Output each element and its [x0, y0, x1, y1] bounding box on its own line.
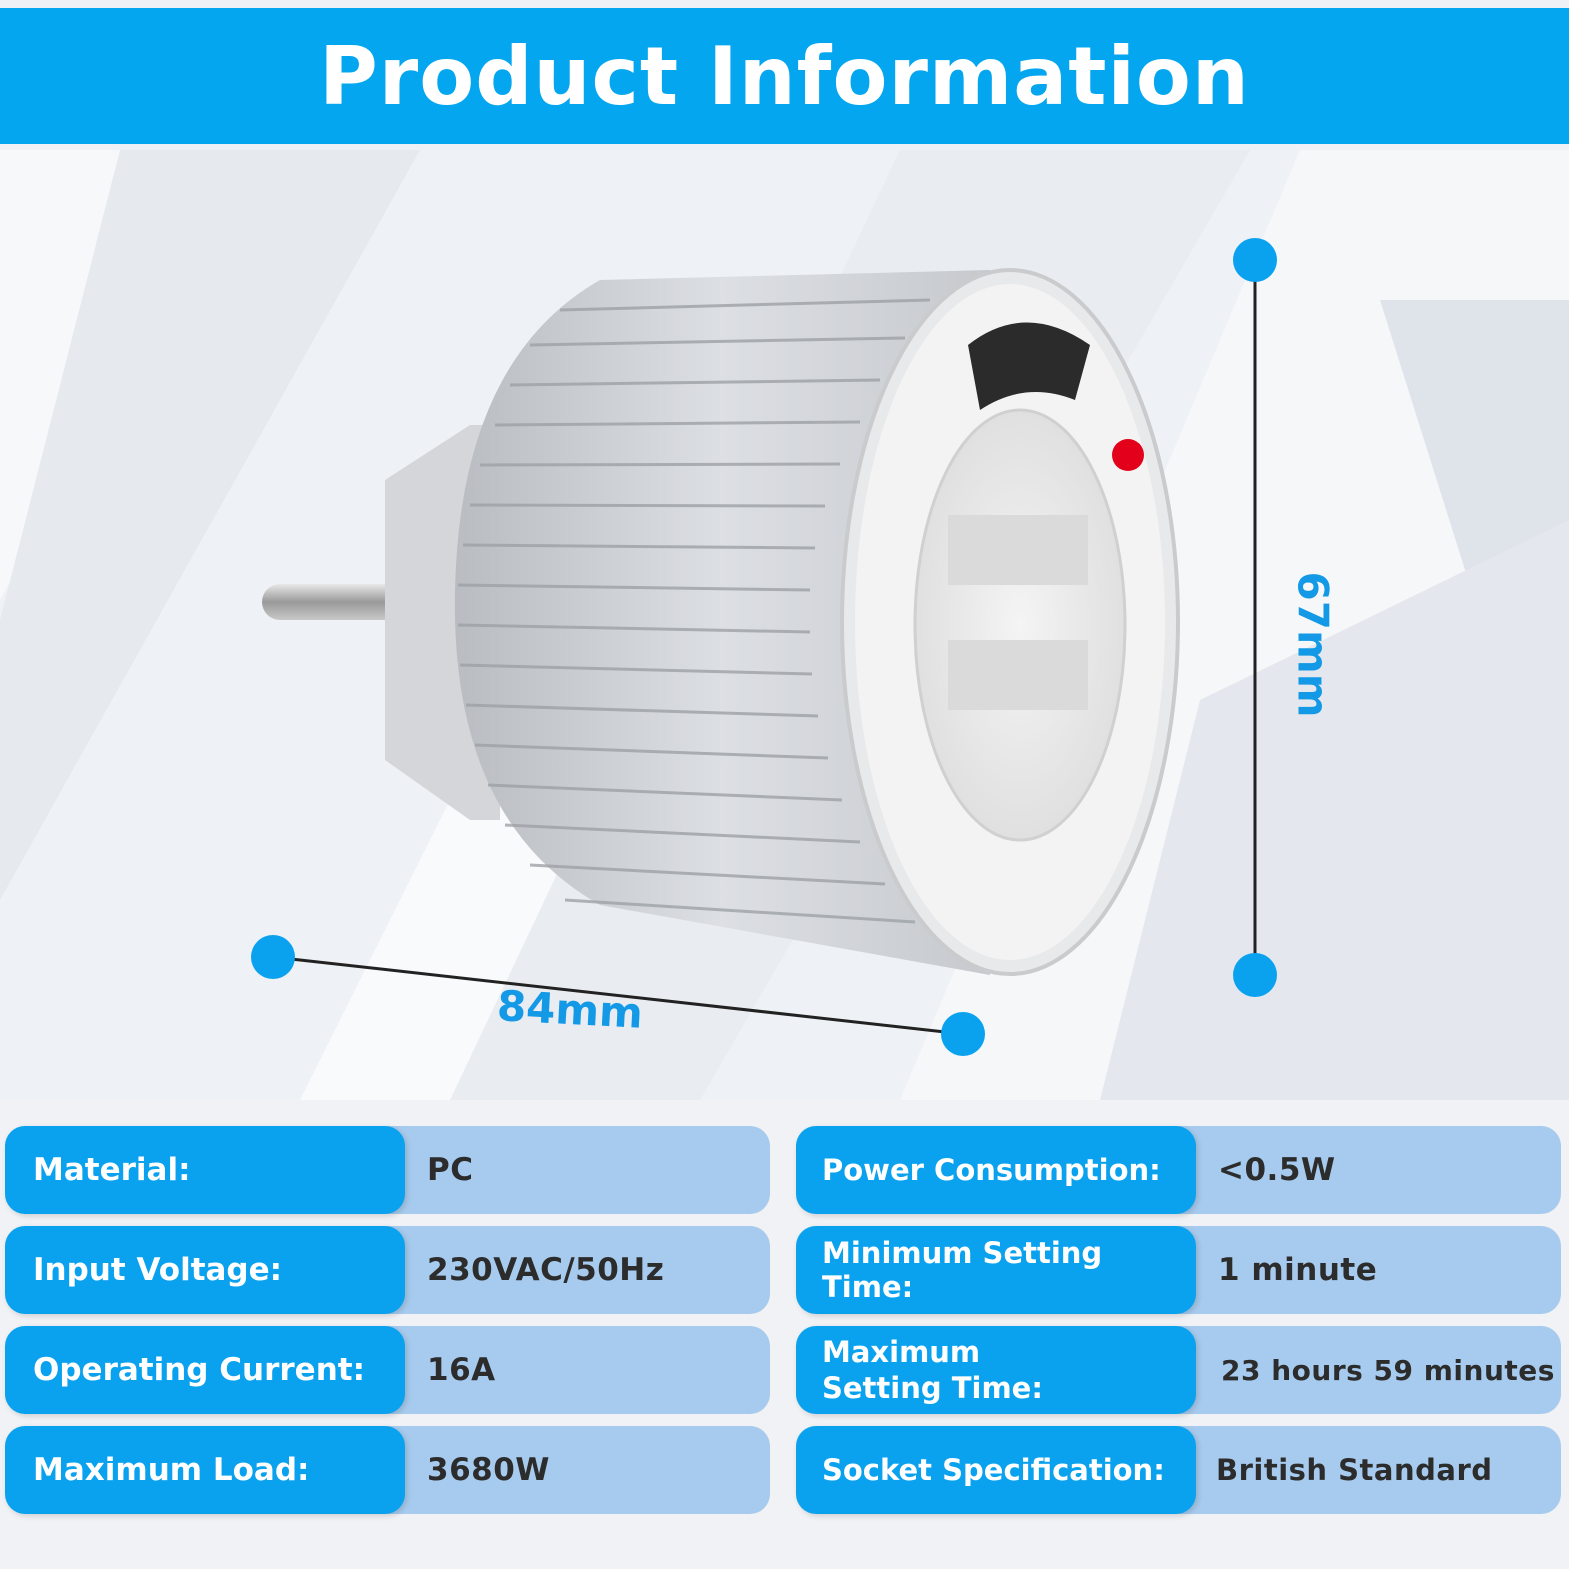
width-label: 84mm: [495, 981, 645, 1038]
spec-value: PC: [375, 1126, 770, 1214]
spec-label: Operating Current:: [5, 1326, 405, 1414]
spec-value: 230VAC/50Hz: [375, 1226, 770, 1314]
width-dimension-line: [272, 955, 964, 1036]
spec-row-minimum-setting-time: Minimum Setting Time: 1 minute: [796, 1226, 1561, 1314]
indicator-light: [1112, 439, 1144, 471]
dimension-dot: [1233, 238, 1277, 282]
spec-label: Socket Specification:: [796, 1426, 1196, 1514]
spec-row-socket-specification: Socket Specification: British Standard: [796, 1426, 1561, 1514]
spec-row-power-consumption: Power Consumption: <0.5W: [796, 1126, 1561, 1214]
smart-plug-image: [251, 238, 1277, 1056]
spec-value: 23 hours 59 minutes: [1166, 1326, 1561, 1414]
spec-label: Minimum Setting Time:: [796, 1226, 1196, 1314]
spec-value: 1 minute: [1166, 1226, 1561, 1314]
spec-row-input-voltage: Input Voltage: 230VAC/50Hz: [5, 1226, 770, 1314]
spec-value: <0.5W: [1166, 1126, 1561, 1214]
spec-row-operating-current: Operating Current: 16A: [5, 1326, 770, 1414]
spec-label: Maximum Load:: [5, 1426, 405, 1514]
spec-label: Power Consumption:: [796, 1126, 1196, 1214]
socket-recess: [913, 408, 1127, 842]
spec-label: Material:: [5, 1126, 405, 1214]
plug-pin: [262, 584, 402, 620]
button-window: [968, 322, 1090, 410]
height-label: 67mm: [1288, 571, 1338, 718]
ribbed-body: [454, 270, 990, 975]
spec-row-material: Material: PC: [5, 1126, 770, 1214]
spec-value: 3680W: [375, 1426, 770, 1514]
header-banner: Product Information: [0, 8, 1569, 144]
spec-value: 16A: [375, 1326, 770, 1414]
dimension-dot: [1233, 953, 1277, 997]
spec-row-maximum-load: Maximum Load: 3680W: [5, 1426, 770, 1514]
dimension-dot: [251, 935, 295, 979]
spec-label: Maximum Setting Time:: [796, 1326, 1196, 1414]
spec-row-maximum-setting-time: Maximum Setting Time: 23 hours 59 minute…: [796, 1326, 1561, 1414]
spec-value: British Standard: [1166, 1426, 1561, 1514]
dimension-dot: [941, 1012, 985, 1056]
page-title: Product Information: [319, 29, 1250, 123]
spec-label: Input Voltage:: [5, 1226, 405, 1314]
